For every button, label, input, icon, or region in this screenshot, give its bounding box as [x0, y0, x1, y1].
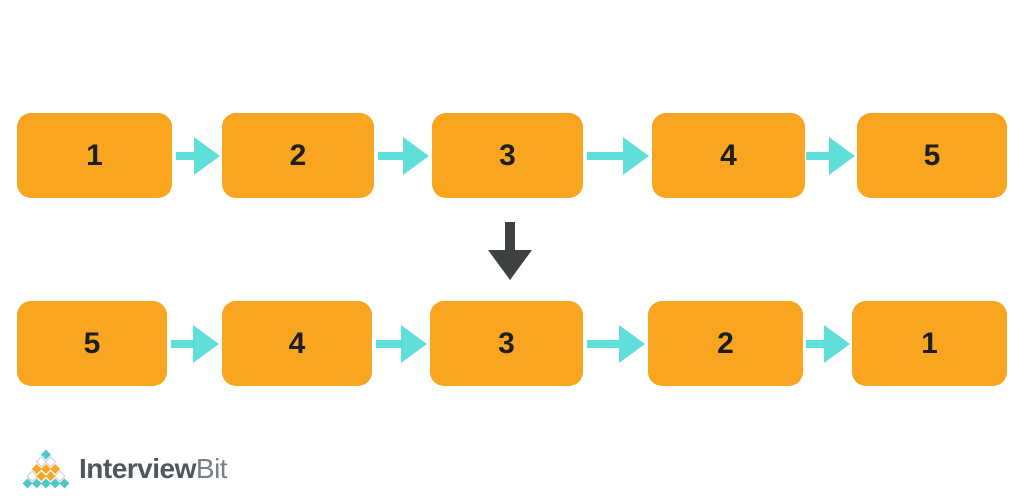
right-arrow-icon [171, 324, 219, 364]
list-node: 3 [430, 301, 583, 386]
list-node: 2 [222, 113, 374, 198]
list-node: 3 [432, 113, 583, 198]
arrow-stem [587, 152, 623, 160]
logo-text-bit: Bit [195, 453, 228, 484]
logo-text-interview: Interview [79, 453, 196, 484]
list-node: 2 [648, 301, 803, 386]
list-node: 5 [857, 113, 1007, 198]
right-arrow-icon [176, 136, 220, 176]
arrow-head [193, 325, 219, 363]
arrow-stem [176, 152, 194, 160]
list-node: 4 [652, 113, 805, 198]
down-arrow-icon [488, 222, 532, 280]
interviewbit-logo: InterviewBit [22, 448, 228, 490]
arrow-head [623, 137, 649, 175]
right-arrow-icon [378, 136, 429, 176]
arrow-stem [806, 340, 824, 348]
arrow-stem [587, 340, 619, 348]
logo-text: InterviewBit [79, 453, 228, 484]
arrow-head [403, 137, 429, 175]
arrow-stem [378, 152, 403, 160]
right-arrow-icon [806, 324, 850, 364]
arrow-head [829, 137, 855, 175]
list-node: 4 [222, 301, 372, 386]
right-arrow-icon [376, 324, 427, 364]
list-node: 1 [17, 113, 172, 198]
arrow-stem [171, 340, 193, 348]
right-arrow-icon [587, 136, 649, 176]
arrow-head [824, 325, 850, 363]
arrow-stem [505, 222, 515, 250]
right-arrow-icon [587, 324, 645, 364]
arrow-head [619, 325, 645, 363]
right-arrow-icon [806, 136, 855, 176]
list-node: 1 [852, 301, 1007, 386]
arrow-head [488, 250, 532, 280]
list-node: 5 [17, 301, 167, 386]
arrow-stem [376, 340, 401, 348]
interviewbit-pyramid-icon [22, 449, 70, 489]
arrow-stem [806, 152, 829, 160]
arrow-head [401, 325, 427, 363]
arrow-head [194, 137, 220, 175]
